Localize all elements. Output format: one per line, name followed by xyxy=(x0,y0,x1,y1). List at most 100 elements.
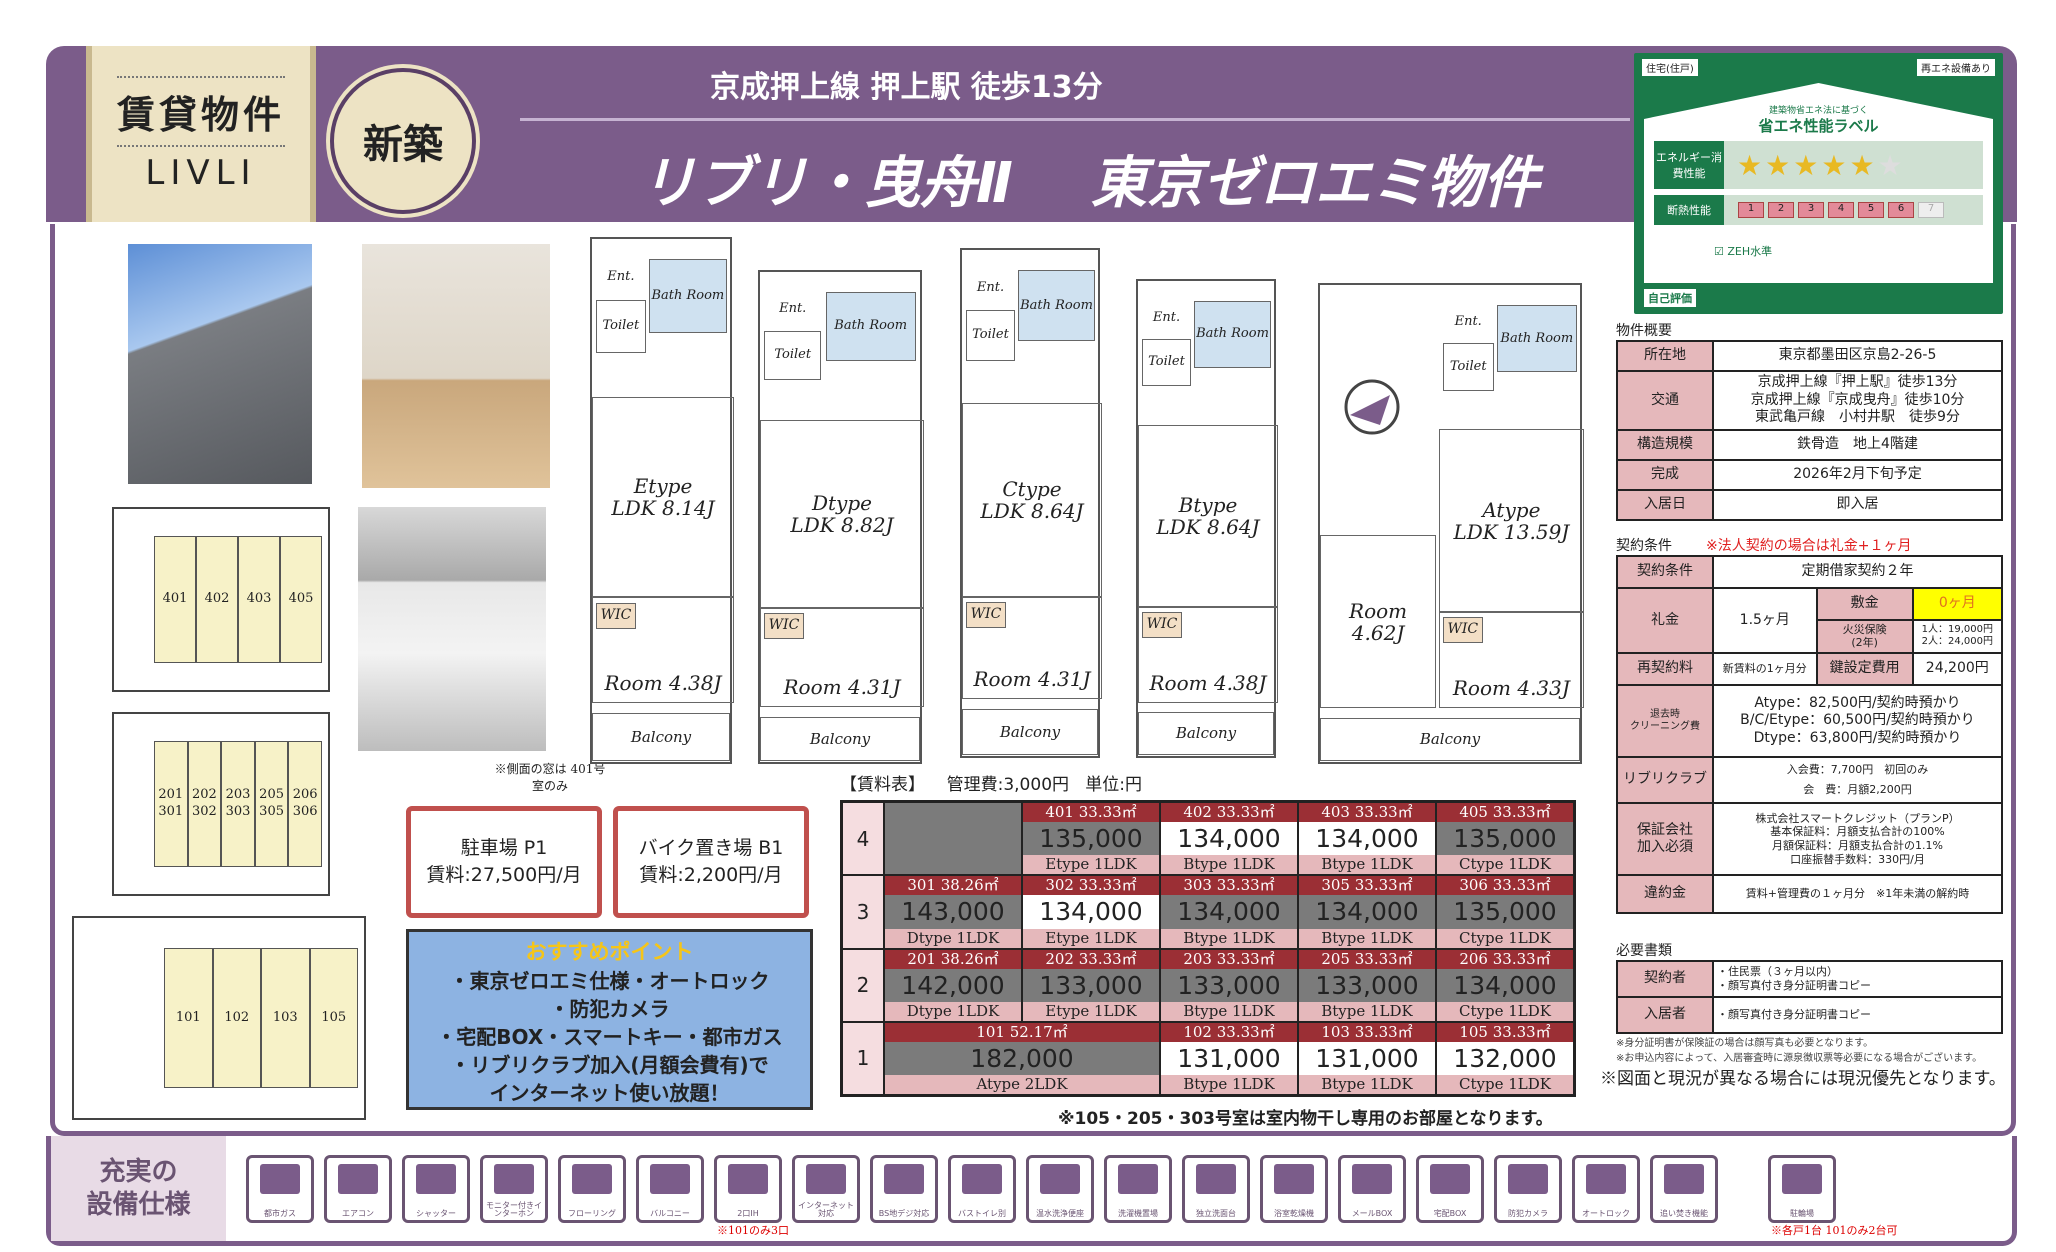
room-number-area: 205 33.33㎡ xyxy=(1299,949,1435,969)
unit-type: Dtype 1LDK xyxy=(885,1001,1021,1021)
rent-price: 135,000 xyxy=(1039,824,1143,854)
cell-key: 鍵設定費用 xyxy=(1815,652,1914,686)
room-number-area: 102 33.33㎡ xyxy=(1161,1022,1297,1042)
ldk-size: LDK 8.64J xyxy=(980,498,1084,523)
cell-key: 入居者 xyxy=(1616,996,1714,1034)
overview-row: 所在地東京都墨田区京島2-26-5 xyxy=(1616,340,2003,372)
wic-closet: WIC xyxy=(1142,611,1182,638)
energy-title: 省エネ性能ラベル xyxy=(1758,117,1879,135)
equipment-label: バルコニー xyxy=(650,1208,690,1218)
divider xyxy=(520,118,1630,121)
room-number-area: 202 33.33㎡ xyxy=(1023,949,1159,969)
new-build-badge: 新築 xyxy=(330,68,476,214)
bedroom-2: Room 4.62J xyxy=(1320,535,1437,709)
room-number-area: 403 33.33㎡ xyxy=(1299,803,1435,822)
room-number-area: 101 52.17㎡ xyxy=(885,1022,1159,1042)
unit-cell: 101 xyxy=(164,948,213,1088)
rent-price: 133,000 xyxy=(1177,970,1281,1000)
brand-name: LIVLI xyxy=(145,152,257,193)
cell-key: リブリクラブ xyxy=(1616,756,1714,804)
zeh-check: ☑ ZEH水準 xyxy=(1714,245,1773,258)
unit-cell: 206 306 xyxy=(288,741,322,867)
equipment-label: 駐輪場 xyxy=(1790,1208,1814,1218)
recommend-heading: おすすめポイント xyxy=(525,940,694,964)
ldk-size: LDK 8.14J xyxy=(611,496,715,521)
energy-corner-left: 住宅(住戸) xyxy=(1642,59,1698,76)
cell-key: 契約条件 xyxy=(1616,554,1714,589)
equipment-label: モニター付きインターホン xyxy=(486,1200,542,1218)
insulation-level-icon: 3 xyxy=(1798,202,1824,218)
bicycle-parking-icon-glyph xyxy=(1782,1163,1822,1194)
star-icon: ★ xyxy=(1765,148,1791,182)
room-number-area: 405 33.33㎡ xyxy=(1437,803,1573,822)
rent-price: 132,000 xyxy=(1437,1041,1573,1075)
unit-type: Btype 1LDK xyxy=(1299,1001,1435,1021)
property-title: リブリ・曳舟Ⅱ 東京ゼロエミ物件 xyxy=(640,151,1539,216)
delivery-box-icon-glyph xyxy=(1430,1163,1470,1194)
insulation-label: 断熱性能 xyxy=(1654,195,1724,225)
rent-price: 134,000 xyxy=(1315,897,1419,927)
bike-price: 賃料:2,200円/月 xyxy=(639,864,783,886)
toilet: Toilet xyxy=(1142,338,1191,387)
parking-title: 駐車場 P1 xyxy=(460,837,548,860)
air-conditioner-icon: エアコン xyxy=(324,1154,392,1223)
overview-row: 入居日即入居 xyxy=(1616,488,2003,521)
exterior-photo xyxy=(128,244,312,484)
room-number-area: 402 33.33㎡ xyxy=(1161,803,1297,822)
room-number-area: 306 33.33㎡ xyxy=(1437,876,1573,896)
room-number-area: 301 38.26㎡ xyxy=(885,876,1021,896)
insulation-level-icon: 6 xyxy=(1888,202,1914,218)
cell-key: 敷金 xyxy=(1815,586,1914,621)
unit-type: Btype 1LDK xyxy=(1299,855,1435,875)
equipment-label: 独立洗面台 xyxy=(1196,1208,1236,1218)
floor-label: 4 xyxy=(843,803,883,875)
equipment-label: 防犯カメラ xyxy=(1508,1208,1548,1218)
recommend-points: おすすめポイント ・東京ゼロエミ仕様・オートロック ・防犯カメラ ・宅配BOX・… xyxy=(406,929,813,1110)
floor-label: 1 xyxy=(843,1022,883,1094)
star-icon: ★ xyxy=(1793,148,1819,182)
rent-price: 131,000 xyxy=(1299,1041,1435,1075)
deposit-value: 0ヶ月 xyxy=(1911,586,2004,621)
unit-cell: 205 305 xyxy=(254,741,289,867)
ldk-size: LDK 13.59J xyxy=(1453,519,1570,544)
kitchen-photo xyxy=(358,507,546,751)
unit-cell: 103 xyxy=(261,948,310,1088)
cell-key: 退去時 クリーニング費 xyxy=(1616,684,1714,758)
balcony: Balcony xyxy=(1320,717,1580,762)
plan-type: Ctype xyxy=(1002,476,1062,501)
equipment-note: ※101のみ3口 xyxy=(717,1223,789,1237)
rent-price: 143,000 xyxy=(901,897,1005,927)
bath-room: Bath Room xyxy=(1018,270,1095,342)
unit-type: Btype 1LDK xyxy=(1161,928,1297,948)
parking-info: 駐車場 P1 賃料:27,500円/月 xyxy=(406,806,602,918)
bathroom-dryer-icon: 浴室乾燥機 xyxy=(1260,1154,1328,1223)
unit-type: Etype 1LDK xyxy=(1023,855,1159,875)
plan-type: Atype xyxy=(1482,497,1541,522)
contract-heading: 契約条件 xyxy=(1616,537,1672,554)
washlet-icon-glyph xyxy=(1040,1163,1080,1194)
bs-antenna-icon: BS地デジ対応 xyxy=(870,1154,938,1223)
unit-type: Ctype 1LDK xyxy=(1437,855,1573,875)
air-conditioner-icon-glyph xyxy=(338,1163,378,1194)
